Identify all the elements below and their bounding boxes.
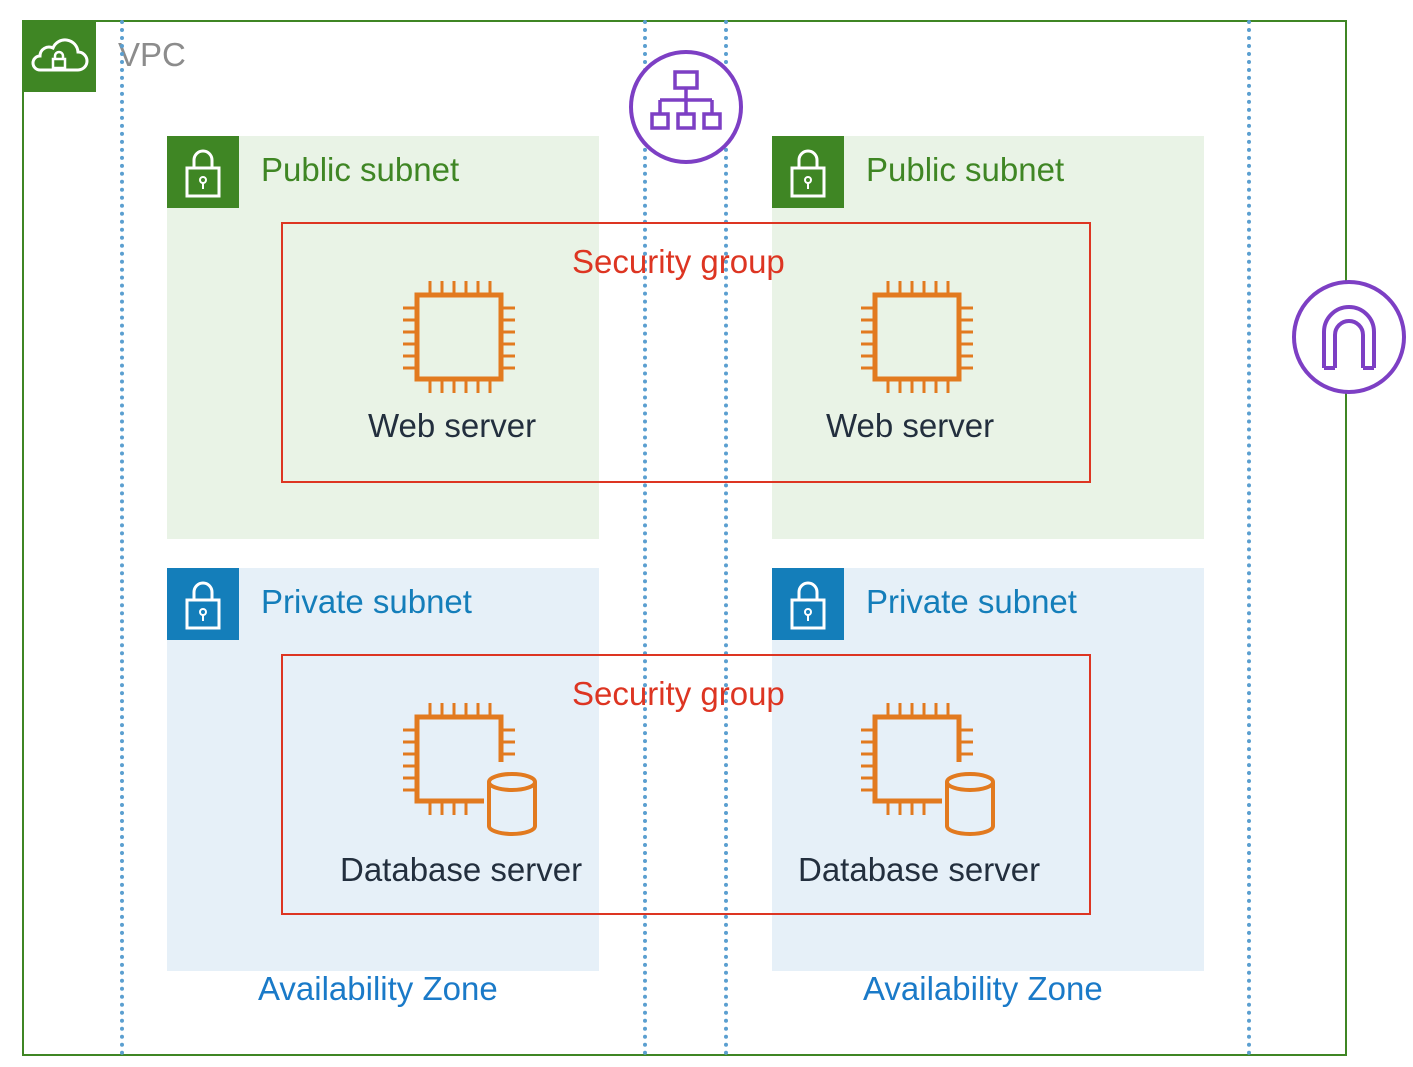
- public-subnet-b-badge: [772, 136, 844, 208]
- public-subnet-b: [772, 136, 1204, 539]
- availability-zone-a: [120, 20, 647, 1056]
- load-balancer-icon: [629, 50, 743, 164]
- security-group-db-label: Security group: [572, 675, 785, 712]
- public-subnet-a-label: Public subnet: [261, 151, 460, 188]
- subnet-lock-icon: [185, 149, 221, 198]
- security-group-web-label: Security group: [572, 243, 785, 280]
- web-server-a-label: Web server: [368, 407, 537, 444]
- public-subnet-a: [167, 136, 599, 539]
- private-subnet-a-label: Private subnet: [261, 583, 472, 620]
- availability-zone-b-label: Availability Zone: [863, 970, 1103, 1007]
- availability-zone-a-label: Availability Zone: [258, 970, 498, 1007]
- private-subnet-b-badge: [772, 568, 844, 640]
- database-server-a-label: Database server: [340, 851, 583, 888]
- subnet-lock-icon: [790, 581, 826, 630]
- private-subnet-b: [772, 568, 1204, 971]
- security-group-db: [281, 654, 1091, 915]
- availability-zone-b: [724, 20, 1251, 1056]
- public-subnet-b-label: Public subnet: [866, 151, 1065, 188]
- vpc-boundary: [22, 20, 1347, 1056]
- ec2-db-instance-icon: [403, 703, 537, 836]
- database-server-b-label: Database server: [798, 851, 1041, 888]
- public-subnet-a-badge: [167, 136, 239, 208]
- vpc-badge: [22, 20, 96, 92]
- vpc-cloud-lock-icon: [31, 38, 89, 72]
- subnet-lock-icon: [185, 581, 221, 630]
- security-group-web: [281, 222, 1091, 483]
- vpc-label: VPC: [118, 36, 186, 73]
- ec2-instance-icon: [861, 281, 973, 393]
- private-subnet-a-badge: [167, 568, 239, 640]
- ec2-db-instance-icon: [861, 703, 995, 836]
- subnet-lock-icon: [790, 149, 826, 198]
- web-server-b-label: Web server: [826, 407, 995, 444]
- internet-gateway-icon: [1292, 280, 1406, 394]
- private-subnet-a: [167, 568, 599, 971]
- private-subnet-b-label: Private subnet: [866, 583, 1077, 620]
- ec2-instance-icon: [403, 281, 515, 393]
